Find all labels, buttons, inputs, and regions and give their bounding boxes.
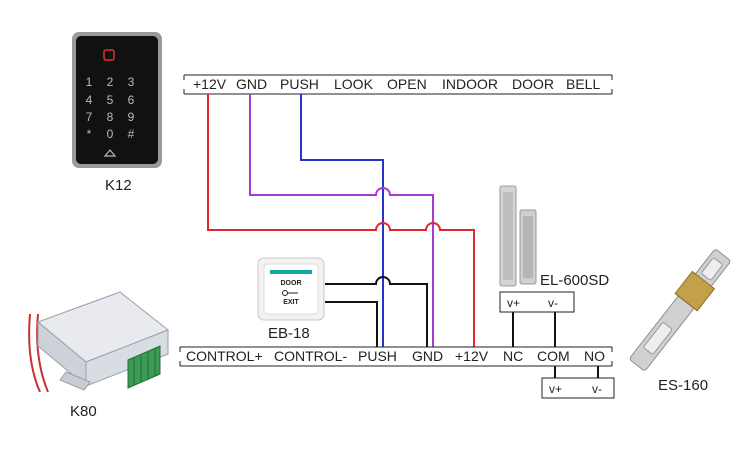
bottom-terminal-control-plus: CONTROL+ bbox=[186, 348, 263, 364]
strike-es160 bbox=[629, 249, 731, 371]
key-hash: # bbox=[128, 127, 135, 141]
maglock-terminal-box: v+ v- bbox=[499, 291, 575, 313]
controller-k80 bbox=[28, 291, 169, 393]
key-star: * bbox=[87, 127, 92, 141]
top-terminal-push: PUSH bbox=[280, 76, 319, 92]
bottom-terminal-strip: CONTROL+ CONTROL- PUSH GND +12V NC COM N… bbox=[179, 346, 613, 367]
bottom-terminal-12v: +12V bbox=[455, 348, 489, 364]
keypad-grid: 1 2 3 4 5 6 7 8 9 * 0 # bbox=[86, 75, 135, 141]
led-indicator bbox=[103, 49, 115, 61]
key-9: 9 bbox=[128, 110, 135, 124]
top-terminal-bell: BELL bbox=[566, 76, 600, 92]
top-terminal-open: OPEN bbox=[387, 76, 427, 92]
exit-button-text-exit: EXIT bbox=[283, 299, 299, 306]
exit-button-label: EB-18 bbox=[268, 325, 310, 342]
keypad-label: K12 bbox=[105, 177, 132, 194]
strike-terminal-v-plus: v+ bbox=[549, 382, 562, 396]
key-8: 8 bbox=[107, 110, 114, 124]
wire-red-12v bbox=[207, 94, 475, 347]
key-0: 0 bbox=[107, 127, 114, 141]
strike-label: ES-160 bbox=[658, 377, 708, 394]
bottom-terminal-push: PUSH bbox=[358, 348, 397, 364]
top-terminal-strip: +12V GND PUSH LOOK OPEN INDOOR DOOR BELL bbox=[183, 74, 613, 95]
maglock-terminal-v-plus: v+ bbox=[507, 296, 520, 310]
maglock-label: EL-600SD bbox=[540, 272, 609, 289]
maglock-terminal-v-minus: v- bbox=[548, 296, 558, 310]
keypad-k12: 1 2 3 4 5 6 7 8 9 * 0 # bbox=[72, 32, 162, 168]
top-terminal-door: DOOR bbox=[512, 76, 554, 92]
top-terminal-indoor: INDOOR bbox=[442, 76, 498, 92]
wire-black-exit-2 bbox=[325, 301, 378, 347]
wire-purple-gnd bbox=[249, 94, 434, 347]
key-1: 1 bbox=[86, 75, 93, 89]
top-terminal-gnd: GND bbox=[236, 76, 267, 92]
wire-black-exit-1 bbox=[325, 276, 428, 347]
key-3: 3 bbox=[128, 75, 135, 89]
bottom-terminal-no: NO bbox=[584, 348, 605, 364]
strike-terminal-box: v+ v- bbox=[541, 377, 615, 399]
maglock-el600sd bbox=[499, 185, 537, 287]
bottom-terminal-nc: NC bbox=[503, 348, 523, 364]
top-terminal-12v: +12V bbox=[193, 76, 227, 92]
key-icon bbox=[282, 290, 298, 296]
key-7: 7 bbox=[86, 110, 93, 124]
key-2: 2 bbox=[107, 75, 114, 89]
bottom-terminal-com: COM bbox=[537, 348, 570, 364]
top-terminal-look: LOOK bbox=[334, 76, 374, 92]
wire-blue-push bbox=[300, 94, 384, 347]
exit-button-eb18: DOOR EXIT bbox=[257, 257, 325, 321]
exit-button-text-door: DOOR bbox=[281, 280, 302, 287]
strike-terminal-v-minus: v- bbox=[592, 382, 602, 396]
bottom-terminal-control-minus: CONTROL- bbox=[274, 348, 347, 364]
bell-icon bbox=[103, 149, 117, 157]
controller-label: K80 bbox=[70, 403, 97, 420]
key-6: 6 bbox=[128, 93, 135, 107]
key-4: 4 bbox=[86, 93, 93, 107]
bottom-terminal-gnd: GND bbox=[412, 348, 443, 364]
key-5: 5 bbox=[107, 93, 114, 107]
